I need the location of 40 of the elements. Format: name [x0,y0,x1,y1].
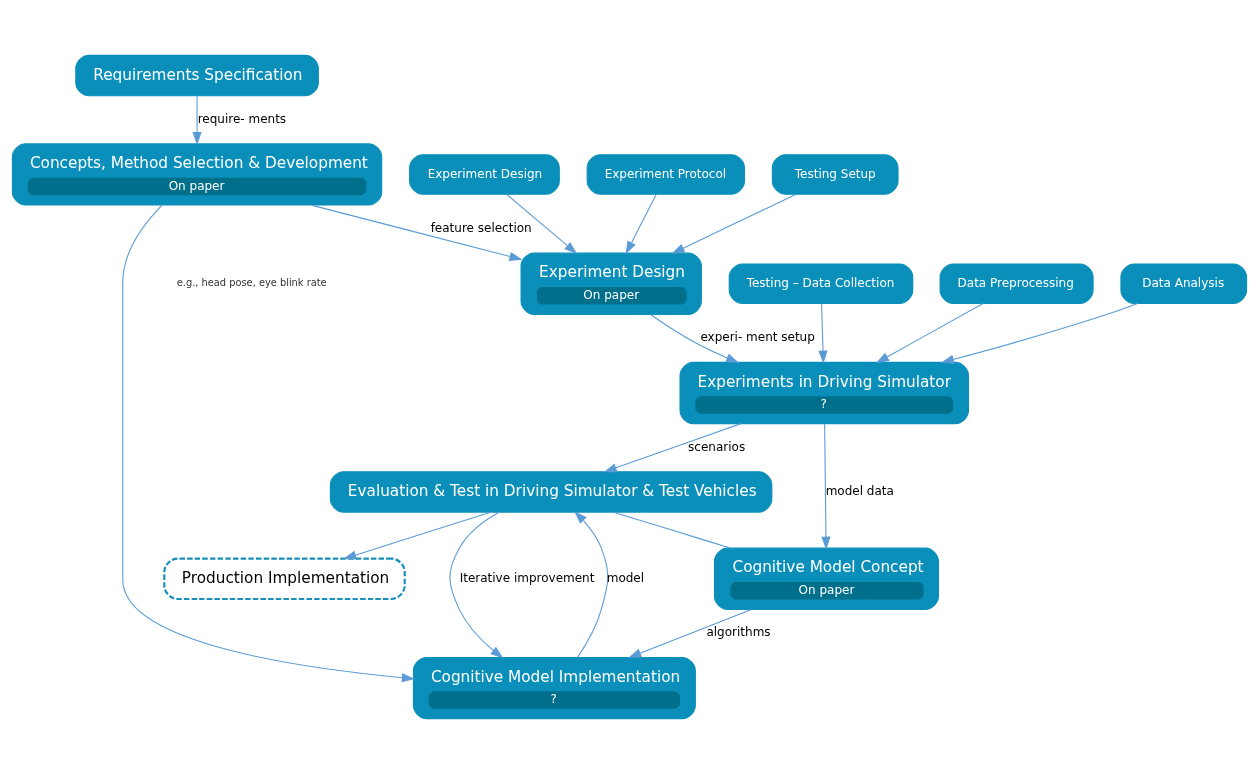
label: e.g., head pose, eye blink rate [176,276,327,288]
edge-label: algorithms [706,624,771,639]
node-box: Requirements Specification [75,54,319,96]
node-box: Cognitive Model Implementation ? [412,656,696,719]
arrow [310,204,523,261]
arrow [671,193,797,254]
node-box: Data Preprocessing [939,263,1094,304]
arrow [506,193,578,254]
node-box: Production Implementation [163,556,406,600]
node-box: Experiment Design [409,153,560,195]
arrow [122,204,415,682]
edge-label: Iterative improvement [459,570,595,585]
arrow [574,510,609,658]
arrow [192,95,202,145]
arrow [628,608,752,658]
node-box: Evaluation & Test in Driving Simulator & Test Vehicles [329,470,773,513]
node-box: Testing – Data Collection [728,263,914,304]
arrow [818,302,828,364]
node-box: Experiment Protocol [586,153,746,195]
arrow [625,193,657,254]
arrow [449,511,504,658]
edge-label: feature selection [430,220,532,235]
node-box: Cognitive Model Concept On paper [713,547,939,610]
node-box: Data Analysis [1120,263,1248,304]
arrow [603,422,742,472]
connector [613,511,731,549]
edge-label: scenarios [688,439,746,454]
arrow [821,422,831,550]
edge-label: require- ments [197,111,287,126]
node-box: Experiments in Driving Simulator ? [679,361,970,424]
arrow [940,302,1139,364]
edge-label: model data [825,483,894,498]
node-box: Concepts, Method Selection & Development On paper [11,142,383,206]
arrow [649,313,740,363]
arrow [343,511,492,559]
node-box: Testing Setup [771,153,899,195]
edge-label: experi- ment setup [700,329,815,344]
edge-label: model [606,570,645,585]
arrow [875,302,984,363]
node-box: Experiment Design On paper [520,252,702,315]
